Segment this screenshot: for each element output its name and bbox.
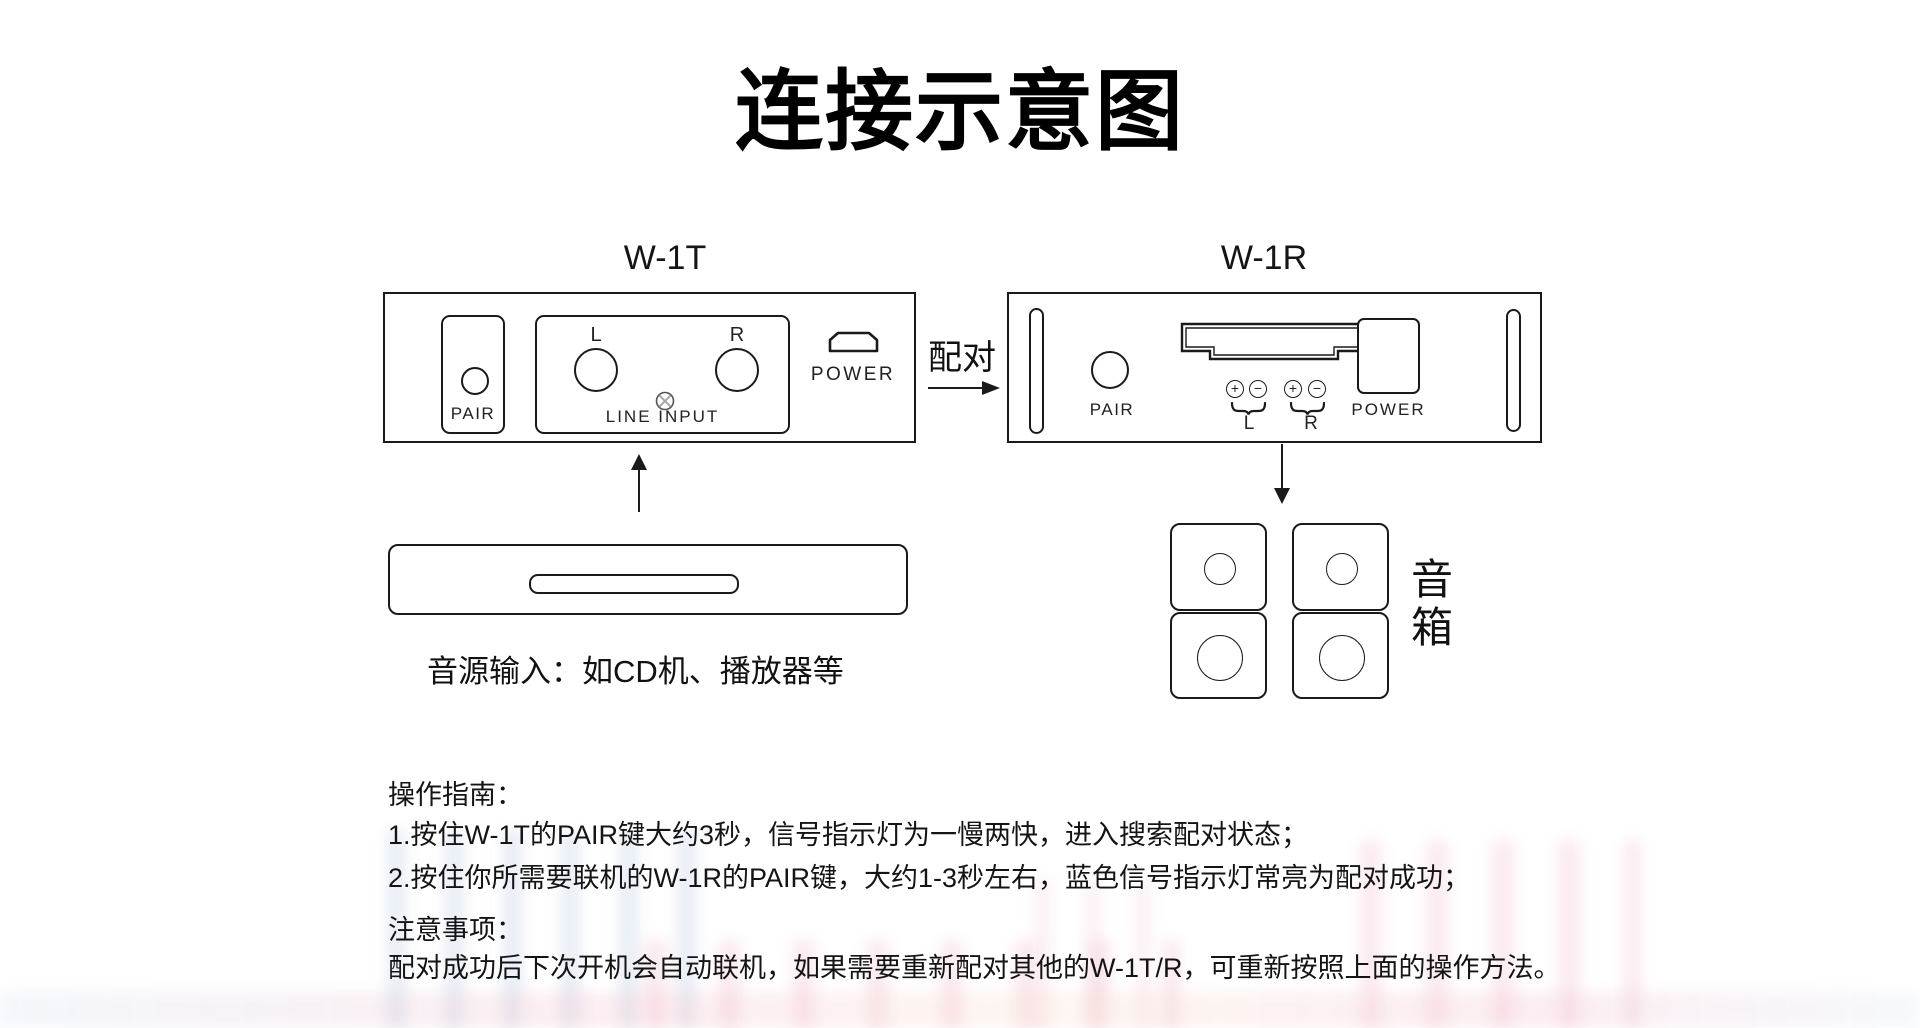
terminal-minus-left: −	[1249, 380, 1267, 398]
receiver-pair-button	[1091, 351, 1129, 389]
speakers-label: 音箱	[1410, 556, 1453, 651]
speaker-left-bottom-cabinet	[1170, 612, 1267, 699]
audio-source-box	[388, 544, 908, 615]
disc-slot	[529, 574, 739, 594]
mounting-bracket-icon	[1180, 322, 1368, 361]
underbrace-right-icon	[1289, 401, 1326, 415]
line-input-right-jack	[715, 348, 759, 392]
speaker-right-top-cabinet	[1292, 523, 1389, 611]
vent-slot-left	[1029, 308, 1044, 434]
vent-slot-right	[1506, 309, 1521, 432]
terminal-plus-right: +	[1284, 380, 1302, 398]
speaker-tweeter	[1326, 553, 1358, 585]
background-streaks	[0, 992, 1920, 1028]
receiver-power-button	[1357, 318, 1420, 394]
usb-power-connector-icon	[828, 331, 879, 353]
audio-source-caption: 音源输入：如CD机、播放器等	[427, 654, 844, 689]
speaker-right-bottom-cabinet	[1292, 612, 1389, 699]
speaker-left-top-cabinet	[1170, 523, 1267, 611]
speaker-tweeter	[1204, 553, 1236, 585]
pair-button-module: PAIR	[441, 315, 505, 434]
line-input-left-label: L	[590, 324, 602, 346]
arrow-down-icon	[1274, 444, 1290, 504]
underbrace-left-icon	[1230, 401, 1267, 415]
receiver-label: W-1R	[1220, 239, 1308, 277]
instructions-notice-title: 注意事项：	[388, 915, 523, 945]
terminal-minus-right: −	[1308, 380, 1326, 398]
page-title: 连接示意图	[734, 62, 1185, 161]
pair-button	[461, 367, 489, 395]
receiver-device: PAIR + − + − L R POWER	[1007, 292, 1542, 443]
line-input-panel: L R LINE INPUT	[535, 315, 790, 434]
receiver-pair-label: PAIR	[1089, 400, 1135, 419]
pairing-label: 配对	[928, 339, 996, 377]
instructions-step-2: 2.按住你所需要联机的W-1R的PAIR键，大约1-3秒左右，蓝色信号指示灯常亮…	[388, 863, 1471, 893]
receiver-power-label: POWER	[1351, 400, 1426, 419]
terminal-plus-left: +	[1226, 380, 1244, 398]
speaker-woofer	[1197, 635, 1243, 681]
line-input-left-jack	[574, 348, 618, 392]
speaker-woofer	[1319, 635, 1365, 681]
instructions-notice-text: 配对成功后下次开机会自动联机，如果需要重新配对其他的W-1T/R，可重新按照上面…	[388, 953, 1561, 983]
transmitter-label: W-1T	[623, 239, 707, 277]
terminal-left-label: L	[1243, 413, 1255, 434]
instructions-step-1: 1.按住W-1T的PAIR键大约3秒，信号指示灯为一慢两快，进入搜索配对状态；	[388, 820, 1309, 850]
arrow-right-icon	[928, 381, 1000, 395]
arrow-up-icon	[631, 454, 647, 512]
instructions-guide-title: 操作指南：	[388, 780, 523, 810]
transmitter-device: PAIR L R LINE INPUT POWER	[383, 292, 916, 443]
line-input-right-label: R	[729, 324, 745, 346]
terminal-right-label: R	[1304, 413, 1318, 434]
screw-icon	[655, 391, 675, 411]
pair-label: PAIR	[450, 404, 496, 423]
line-input-label: LINE INPUT	[605, 407, 720, 426]
power-label: POWER	[810, 364, 896, 385]
